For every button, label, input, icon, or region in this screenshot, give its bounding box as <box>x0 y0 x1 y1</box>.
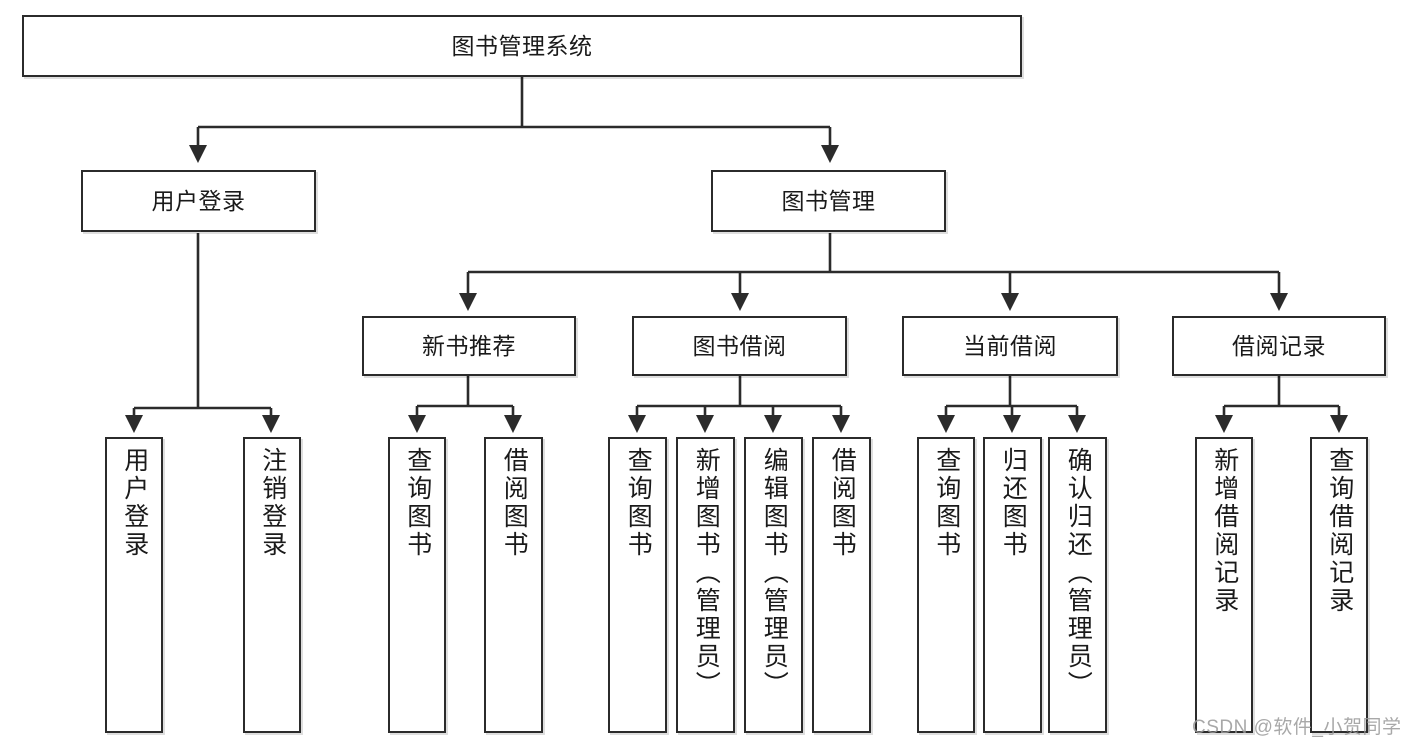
leaf-borrow-add-book-admin[interactable]: 新增图书（管理员） <box>676 437 735 733</box>
node-label: 借阅记录 <box>1232 332 1326 359</box>
watermark: CSDN @软件_小贺同学 <box>1192 717 1402 738</box>
leaf-current-confirm-return-admin[interactable]: 确认归还（管理员） <box>1048 437 1107 733</box>
node-label: 图书管理系统 <box>451 32 593 59</box>
node-book-management[interactable]: 图书管理 <box>711 170 946 232</box>
node-label: 查询图书 <box>403 447 432 559</box>
node-label: 图书借阅 <box>692 332 787 359</box>
leaf-record-add-borrow-record[interactable]: 新增借阅记录 <box>1195 437 1253 733</box>
node-label: 借阅图书 <box>500 447 529 559</box>
node-current-borrow[interactable]: 当前借阅 <box>902 316 1118 376</box>
node-label: 查询借阅记录 <box>1325 447 1354 615</box>
node-label: 用户登录 <box>120 447 149 559</box>
node-label: 归还图书 <box>999 447 1028 559</box>
leaf-user-login[interactable]: 用户登录 <box>105 437 163 733</box>
leaf-user-logout[interactable]: 注销登录 <box>243 437 301 733</box>
leaf-current-query-book[interactable]: 查询图书 <box>917 437 975 733</box>
node-user-login[interactable]: 用户登录 <box>81 170 316 232</box>
node-book-borrow[interactable]: 图书借阅 <box>632 316 847 376</box>
node-borrow-record[interactable]: 借阅记录 <box>1172 316 1386 376</box>
leaf-recommend-borrow-book[interactable]: 借阅图书 <box>484 437 543 733</box>
node-label: 新增图书（管理员） <box>692 447 721 699</box>
node-label: 查询图书 <box>624 447 653 559</box>
node-label: 图书管理 <box>781 187 876 214</box>
node-label: 新书推荐 <box>422 332 516 359</box>
leaf-borrow-edit-book-admin[interactable]: 编辑图书（管理员） <box>744 437 803 733</box>
node-new-book-recommend[interactable]: 新书推荐 <box>362 316 576 376</box>
leaf-borrow-borrow-book[interactable]: 借阅图书 <box>812 437 871 733</box>
node-root-book-management-system[interactable]: 图书管理系统 <box>22 15 1022 77</box>
node-label: 编辑图书（管理员） <box>760 447 789 699</box>
leaf-recommend-query-book[interactable]: 查询图书 <box>388 437 446 733</box>
node-label: 当前借阅 <box>963 332 1057 359</box>
node-label: 借阅图书 <box>828 447 857 559</box>
node-label: 查询图书 <box>932 447 961 559</box>
leaf-record-query-borrow-record[interactable]: 查询借阅记录 <box>1310 437 1368 733</box>
node-label: 注销登录 <box>258 447 287 559</box>
node-label: 确认归还（管理员） <box>1064 447 1093 699</box>
leaf-current-return-book[interactable]: 归还图书 <box>983 437 1042 733</box>
node-label: 新增借阅记录 <box>1210 447 1239 615</box>
node-label: 用户登录 <box>151 187 246 214</box>
leaf-borrow-query-book[interactable]: 查询图书 <box>608 437 667 733</box>
